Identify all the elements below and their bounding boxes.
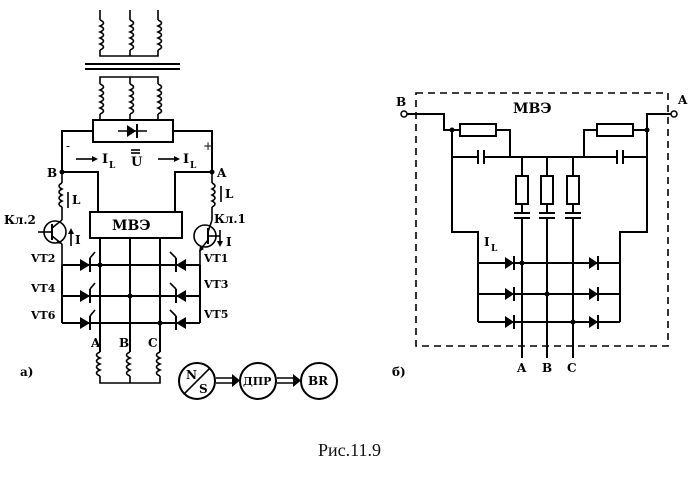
primary-windings	[97, 10, 163, 57]
plus-sign: +	[203, 139, 213, 153]
key-left-label: Кл.2	[4, 213, 36, 227]
thyristor-vt5-icon	[169, 309, 186, 330]
vt1-label: VT1	[203, 252, 228, 265]
vt2-label: VT2	[30, 252, 55, 265]
phase-a-right-label: A	[516, 361, 527, 375]
motor-windings	[95, 351, 163, 384]
terminal-a	[670, 110, 678, 118]
link-arrow-1	[216, 374, 240, 387]
current-label-left: I	[102, 152, 108, 167]
rotor-s-label: S	[199, 382, 208, 396]
inductor-right	[210, 172, 216, 220]
vt5-label: VT5	[203, 308, 228, 321]
svg-text:I: I	[226, 235, 232, 249]
diode-row-3-icon	[505, 315, 599, 329]
capacitor-top-right	[616, 150, 624, 164]
panel-label-b: б)	[392, 365, 406, 379]
br-label: BR	[308, 374, 329, 388]
svg-text:L: L	[491, 244, 498, 254]
vt4-label: VT4	[30, 282, 56, 295]
inductor-left	[58, 172, 64, 220]
terminal-b-label: B	[396, 95, 406, 109]
rotor-n-label: N	[186, 368, 197, 382]
phase-b-right-label: B	[542, 361, 552, 375]
thyristor-vt1-icon	[169, 251, 186, 272]
dc-voltage-label: U	[131, 149, 143, 170]
svg-text:L: L	[72, 193, 81, 207]
vt3-label: VT3	[203, 278, 228, 291]
svg-text:L: L	[225, 187, 234, 201]
phase-c-right-label: C	[567, 361, 577, 375]
figure-caption: Рис.11.9	[318, 440, 381, 460]
current-label-right-panel: I	[484, 235, 490, 249]
panel-label-a: а)	[20, 365, 33, 379]
phase-c-label: C	[148, 336, 158, 350]
resistor-a	[515, 175, 529, 205]
thyristor-vt4-icon	[80, 282, 96, 303]
transistor-key-1	[193, 219, 220, 265]
node-b-label: B	[47, 166, 57, 180]
link-arrow-2	[277, 374, 301, 387]
phase-a-label: A	[90, 336, 101, 350]
svg-text:I: I	[75, 233, 81, 247]
position-sensor-circle	[239, 362, 277, 400]
current-label-right: I	[183, 152, 189, 167]
thyristor-vt3-icon	[169, 282, 186, 303]
mve-label-right: МВЭ	[513, 101, 551, 117]
diode-row-1-icon	[505, 256, 599, 270]
rectifier-diode-icon	[118, 124, 147, 138]
svg-text:L: L	[190, 161, 197, 171]
transistor-key-2	[38, 219, 67, 265]
terminal-a-label: A	[677, 93, 688, 107]
br-circle	[300, 362, 338, 400]
right-panel: МВЭ B A	[392, 92, 688, 379]
phase-b-label: B	[119, 336, 129, 350]
mve-block-left	[89, 211, 183, 239]
capacitor-top-left	[477, 150, 485, 164]
svg-text:L: L	[109, 161, 116, 171]
resistor-right	[596, 123, 634, 137]
resistor-c	[566, 175, 580, 205]
left-panel: - + I L U I L B A L	[4, 10, 338, 400]
thyristor-vt2-icon	[80, 251, 96, 272]
sensor-label: ДПР	[243, 375, 271, 388]
mve-label-left: МВЭ	[112, 218, 150, 234]
branch-capacitors	[514, 204, 581, 345]
minus-sign: -	[66, 139, 70, 153]
thyristor-vt6-icon	[80, 309, 96, 330]
svg-text:U: U	[131, 155, 143, 170]
key-right-label: Кл.1	[214, 212, 246, 226]
diode-row-2-icon	[505, 287, 599, 301]
resistor-left	[459, 123, 497, 137]
node-a-label: A	[216, 166, 227, 180]
rotor-magnet-icon	[178, 362, 216, 400]
terminal-b	[400, 110, 408, 118]
vt6-label: VT6	[30, 309, 56, 322]
secondary-windings	[97, 76, 163, 120]
mve-enclosure	[415, 92, 669, 347]
resistor-b	[540, 175, 554, 205]
